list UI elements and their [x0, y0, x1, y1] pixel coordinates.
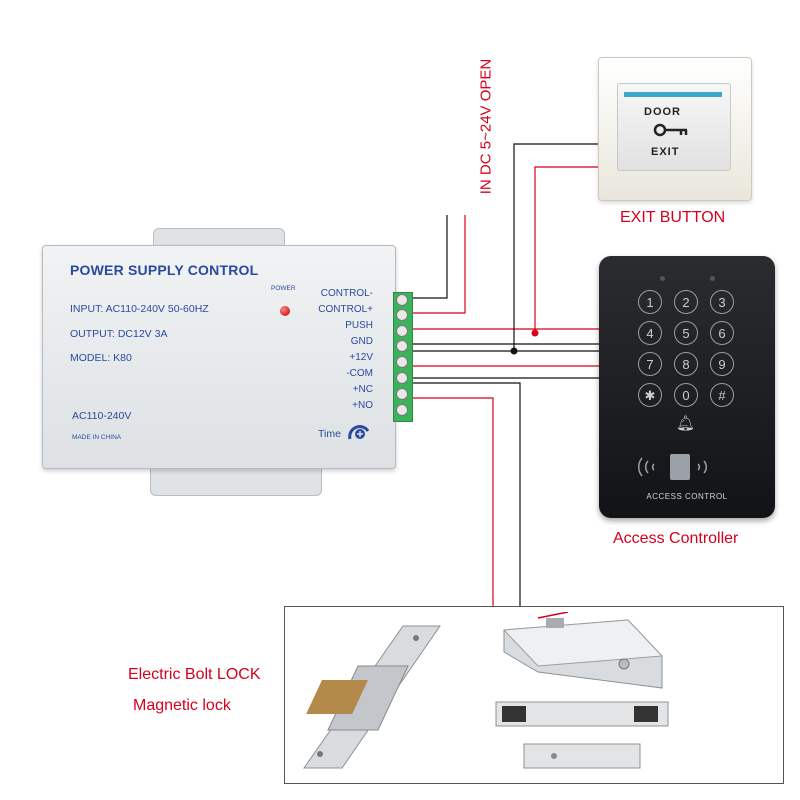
- exit-button: [617, 83, 731, 171]
- terminal-label-no: +NO: [352, 400, 373, 411]
- access-controller-caption: Access Controller: [613, 530, 739, 547]
- power-supply-unit: [42, 245, 396, 469]
- terminal-screw: [396, 404, 408, 416]
- wire-no-lock: [411, 397, 494, 606]
- keypad-key[interactable]: 2: [674, 290, 698, 314]
- terminal-screw: [396, 372, 408, 384]
- terminal-label-gnd: GND: [350, 336, 373, 347]
- wire-control-minus: [411, 215, 448, 299]
- psu-input: INPUT: AC110-240V 50-60HZ: [70, 303, 209, 315]
- keypad-key[interactable]: 7: [638, 352, 662, 376]
- junction-red: [531, 329, 539, 337]
- psu-model: MODEL: K80: [70, 352, 132, 364]
- lock-caption-bolt: Electric Bolt LOCK: [128, 666, 261, 683]
- keypad-key[interactable]: 3: [710, 290, 734, 314]
- psu-made-in: MADE IN CHINA: [72, 434, 122, 441]
- terminal-label-push: PUSH: [345, 320, 373, 331]
- wire-exit-black: [513, 143, 600, 351]
- psu-time-label: Time: [318, 428, 341, 440]
- power-input-label: IN DC 5~24V OPEN: [477, 58, 495, 195]
- keypad-key[interactable]: 8: [674, 352, 698, 376]
- access-control-label: ACCESS CONTROL: [646, 492, 728, 501]
- terminal-screw: [396, 294, 408, 306]
- wire-exit-red: [534, 166, 600, 329]
- sensor-dot: [710, 276, 715, 281]
- psu-output: OUTPUT: DC12V 3A: [70, 328, 168, 340]
- terminal-label-12v: +12V: [349, 352, 373, 363]
- keypad-key[interactable]: 1: [638, 290, 662, 314]
- power-led-icon: [280, 306, 290, 316]
- keypad-key[interactable]: 6: [710, 321, 734, 345]
- terminal-screw: [396, 325, 408, 337]
- keypad-key[interactable]: #: [710, 383, 734, 407]
- psu-title: POWER SUPPLY CONTROL: [70, 262, 259, 278]
- exit-button-exit-text: EXIT: [651, 146, 680, 158]
- terminal-label-nc: +NC: [352, 384, 373, 395]
- lock-caption-magnetic: Magnetic lock: [133, 697, 231, 714]
- terminal-screw: [396, 340, 408, 352]
- exit-button-stripe: [624, 92, 722, 97]
- keypad-key[interactable]: ✱: [638, 383, 662, 407]
- magnetic-lock-image: [495, 701, 669, 769]
- terminal-label-control-minus: CONTROL-: [320, 288, 373, 299]
- time-dial-icon: [348, 425, 370, 440]
- keypad-key[interactable]: 0: [674, 383, 698, 407]
- keypad-key[interactable]: 9: [710, 352, 734, 376]
- rfid-card-icon: [638, 454, 708, 480]
- exit-button-caption: EXIT BUTTON: [620, 209, 726, 226]
- key-icon: [653, 123, 688, 137]
- power-led-label: POWER: [271, 285, 296, 292]
- keypad-key[interactable]: 5: [674, 321, 698, 345]
- electric-bolt-lock-image: [502, 612, 664, 689]
- exit-button-door-text: DOOR: [644, 106, 681, 118]
- sensor-dot: [660, 276, 665, 281]
- terminal-screw: [396, 388, 408, 400]
- bell-icon: 🔔︎: [676, 415, 696, 432]
- terminal-label-com: -COM: [346, 368, 373, 379]
- wire-com-lock: [411, 382, 521, 606]
- wire-control-plus: [411, 215, 466, 314]
- psu-ac-label: AC110-240V: [72, 410, 132, 422]
- terminal-screw: [396, 309, 408, 321]
- terminal-screw: [396, 356, 408, 368]
- terminal-label-control-plus: CONTROL+: [318, 304, 373, 315]
- keypad-key[interactable]: 4: [638, 321, 662, 345]
- electric-strike-lock-image: [303, 625, 441, 769]
